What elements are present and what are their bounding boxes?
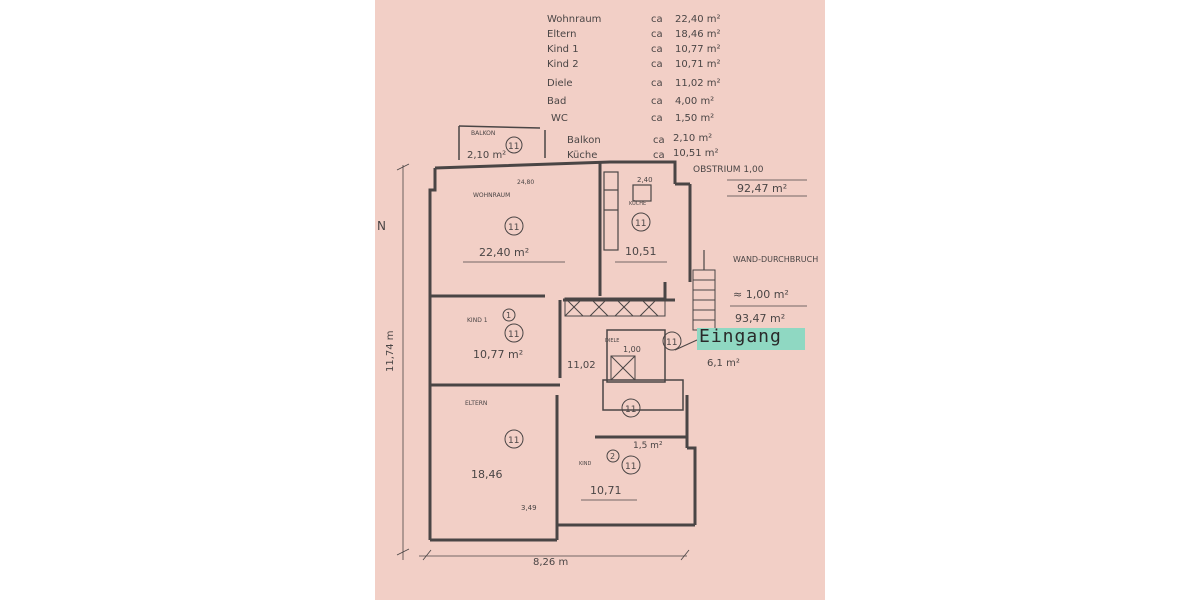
room-marker-kind2: 11 [625,462,636,472]
room-note-wohnraum: 24,80 [517,179,534,186]
height-dimension: 11,74 m [385,330,396,372]
room-label-eltern: ELTERN [465,400,487,407]
area-list-value: 22,40 m² [675,14,721,25]
room-marker-wohnraum: 11 [508,223,519,233]
room-area-diele: 11,02 [567,360,596,371]
floorplan-sheet: Wohnraum ca 22,40 m² Eltern ca 18,46 m² … [375,0,825,600]
area-list-prefix: ca [653,150,665,161]
room-marker-bad: 11 [625,405,636,415]
area-list-prefix: ca [651,78,663,89]
room-marker-kind1: 11 [508,330,519,340]
area-list-name: Wohnraum [547,14,601,25]
room-label-kind2: KIND [579,461,591,467]
area-list-value: 18,46 m² [675,29,721,40]
area-list-name: Bad [547,96,566,107]
north-mark: N [377,219,386,233]
room-label-balkon: BALKON [471,130,495,137]
area-list-name: Kind 1 [547,44,579,55]
room-marker-balkon: 11 [508,142,519,152]
room-label-wohnraum: WOHNRAUM [473,192,510,199]
room-area-wohnraum: 22,40 m² [479,246,529,259]
room-area-balkon: 2,10 m² [467,150,506,161]
area-list-prefix: ca [651,113,663,124]
floorplan-drawing: Wohnraum ca 22,40 m² Eltern ca 18,46 m² … [377,14,818,568]
room-area-kind2: 10,71 [590,484,622,497]
room-number-kind1: 1 [506,311,511,320]
obstrium-line: OBSTRIUM 1,00 [693,165,764,175]
area-list-value: 4,00 m² [675,96,714,107]
wand-label: WAND-DURCHBRUCH [733,255,818,264]
room-area-flur: 6,1 m² [707,358,740,369]
area-list-prefix: ca [651,29,663,40]
entrance-label: Eingang [699,326,782,347]
room-area-eltern: 18,46 [471,468,503,481]
room-area-kueche: 10,51 [625,245,657,258]
room-label-diele: DIELE [605,338,619,344]
room-labels: BALKON 2,10 m² 11 WOHNRAUM 24,80 11 22,4… [463,130,740,512]
area-list-value: 10,77 m² [675,44,721,55]
room-number-kind2: 2 [610,452,615,461]
room-area-bad: 1,5 m² [633,441,663,451]
area-list-prefix: ca [651,44,663,55]
area-list-value: 2,10 m² [673,133,712,144]
walls [428,160,697,542]
wand-value: ≈ 1,00 m² [733,288,789,301]
area-list-prefix: ca [651,59,663,70]
room-note-diele: 1,00 [623,345,641,354]
area-list-name: Kind 2 [547,59,579,70]
room-note-kueche: 2,40 [637,176,653,184]
area-list-name: Balkon [567,135,601,146]
total-value: 93,47 m² [735,312,785,325]
area-list-value: 10,71 m² [675,59,721,70]
room-marker-kueche: 11 [635,219,646,229]
room-marker-eltern: 11 [508,436,519,446]
area-list-prefix: ca [651,14,663,25]
room-label-kind1: KIND 1 [467,317,488,324]
area-list-name: Eltern [547,29,576,40]
dimension-labels: 11,74 m 8,26 m N [377,219,568,568]
balcony-outline [458,125,546,160]
dimension-lines [396,163,690,561]
subtotal-value: 92,47 m² [737,182,787,195]
entrance-pointer [674,339,698,351]
entrance-highlight [697,328,805,350]
area-list: Wohnraum ca 22,40 m² Eltern ca 18,46 m² … [547,14,818,325]
area-list-value: 1,50 m² [675,113,714,124]
kitchen-counter [603,171,652,251]
area-list-name: WC [551,113,568,124]
area-list-prefix: ca [651,96,663,107]
room-note-eltern: 3,49 [521,504,537,512]
room-label-kueche: KÜCHE [629,200,646,207]
room-area-kind1: 10,77 m² [473,348,523,361]
area-list-name: Diele [547,78,573,89]
staircase [692,250,716,331]
area-list-value: 11,02 m² [675,78,721,89]
area-list-value: 10,51 m² [673,148,719,159]
wall-hatching [564,297,666,381]
width-dimension: 8,26 m [533,557,568,568]
area-list-prefix: ca [653,135,665,146]
area-list-name: Küche [567,150,597,161]
room-marker-diele: 11 [666,338,677,348]
